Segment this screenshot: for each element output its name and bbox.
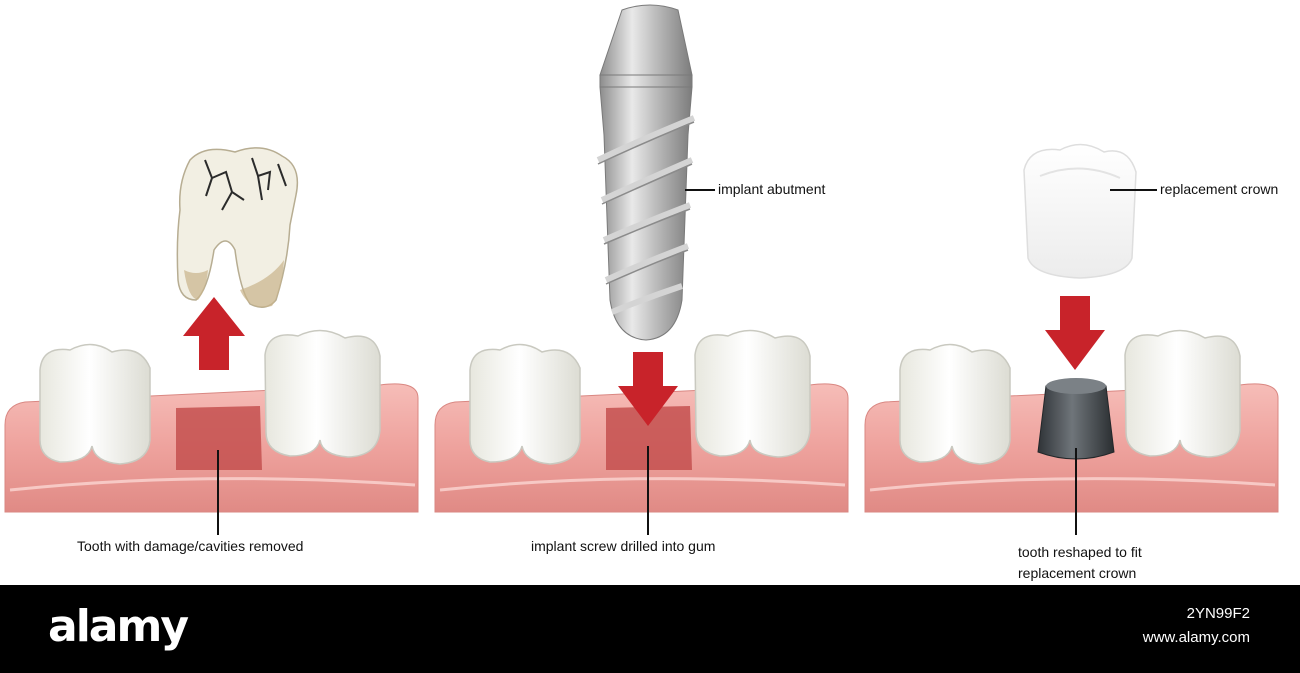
watermark-logo: alamy <box>48 601 189 652</box>
image-code: 2YN99F2 <box>1186 605 1250 622</box>
label-tooth-reshaped: tooth reshaped to fit <box>1018 544 1142 560</box>
panel-1 <box>4 147 419 535</box>
panel-3 <box>864 143 1279 535</box>
tooth <box>1124 329 1241 458</box>
label-tooth-removed: Tooth with damage/cavities removed <box>77 538 304 554</box>
arrow-up-icon <box>183 297 245 370</box>
tooth <box>694 329 811 458</box>
implant <box>596 4 696 341</box>
gum-ridge <box>9 477 416 492</box>
replacement-crown <box>1023 143 1137 279</box>
panel-2 <box>434 4 849 535</box>
label-tooth-reshaped-line2: replacement crown <box>1018 565 1137 581</box>
arrow-down-icon <box>618 352 678 426</box>
gum-ridge <box>869 477 1276 492</box>
tooth <box>899 343 1011 465</box>
tooth <box>264 329 381 458</box>
arrow-down-icon <box>1045 296 1105 370</box>
label-implant-abutment: implant abutment <box>718 181 826 197</box>
dental-procedure-diagram <box>4 4 1279 535</box>
damaged-tooth <box>176 147 299 308</box>
tooth-socket <box>606 406 692 470</box>
gum-ridge <box>439 477 846 492</box>
tooth <box>469 343 581 465</box>
tooth <box>39 343 151 465</box>
site-url: www.alamy.com <box>1142 629 1250 646</box>
tooth-socket <box>176 406 262 470</box>
label-replacement-crown: replacement crown <box>1160 181 1279 197</box>
label-implant-screw: implant screw drilled into gum <box>531 538 716 554</box>
watermark-footer: alamy 2YN99F2 www.alamy.com <box>0 585 1300 673</box>
